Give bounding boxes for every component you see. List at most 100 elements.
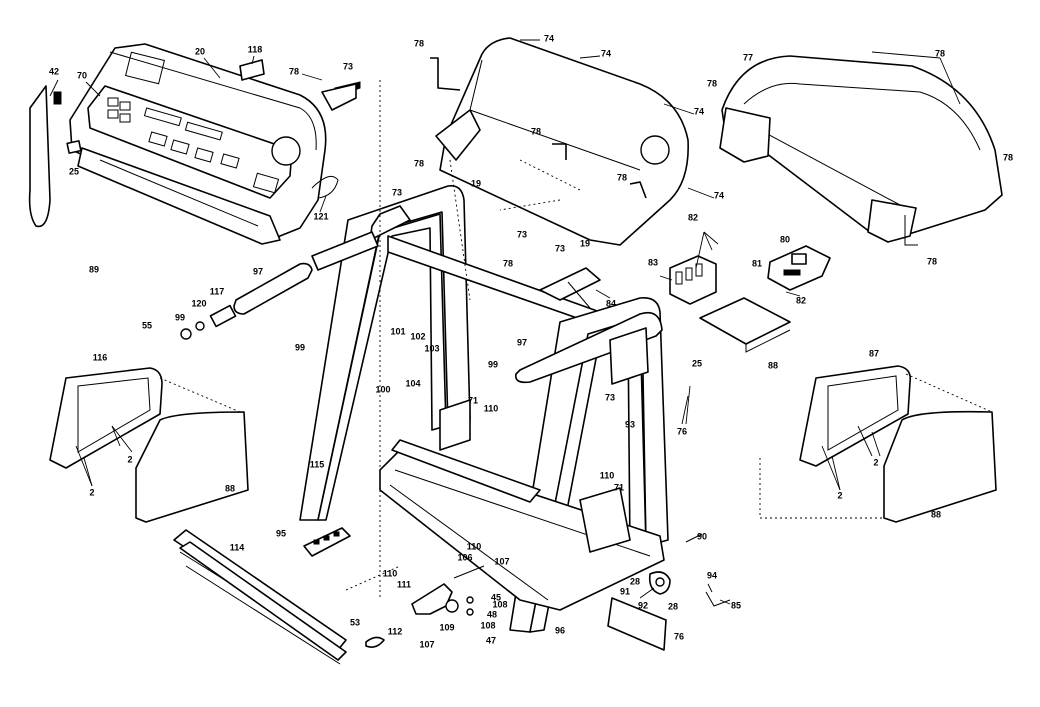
handrail-left-grip	[233, 262, 313, 315]
callout-washer-28: 28	[668, 601, 678, 611]
callout-side-cover-88: 88	[931, 509, 941, 519]
callout-handrail-grip-97: 97	[517, 337, 527, 347]
leader-lines	[49, 39, 993, 605]
controller-board	[699, 297, 791, 345]
callout-rail-cover-114: 114	[230, 542, 245, 552]
callout-screw-78: 78	[414, 38, 424, 48]
callout-spacer-109: 109	[439, 622, 454, 632]
callout-hood-screw-74: 74	[601, 48, 611, 58]
callout-washer-108: 108	[480, 620, 495, 630]
callout-screw-110: 110	[484, 403, 499, 413]
fuse-board	[767, 245, 831, 291]
callout-clip-118: 118	[248, 44, 263, 54]
terminal-block	[669, 255, 717, 305]
callout-strap-42: 42	[49, 66, 59, 76]
callout-foot-pad-95: 95	[276, 528, 286, 538]
callout-terminal-block-83: 83	[648, 257, 658, 267]
callout-circuit-board-82: 82	[688, 212, 698, 222]
console-strap	[28, 85, 51, 228]
callout-spacer-102: 102	[410, 331, 425, 341]
callout-screw-107: 107	[419, 639, 434, 649]
handrail-left-tube	[311, 231, 379, 271]
callout-fuse-80: 80	[780, 234, 790, 244]
console-cup-holder	[271, 136, 301, 166]
callout-latch-111: 111	[397, 579, 411, 589]
callout-upright-bracket-73: 73	[605, 392, 615, 402]
callout-washer-48: 48	[487, 609, 497, 619]
callout-bracket-73: 73	[517, 229, 527, 239]
side-cover-right	[883, 410, 997, 523]
lower-parts	[173, 527, 731, 665]
callout-screw-78: 78	[531, 126, 541, 136]
callout-wrench-85: 85	[731, 600, 741, 610]
side-cover-left	[135, 411, 249, 523]
callout-nut-47: 47	[486, 635, 496, 645]
callout-side-cover-88: 88	[225, 483, 235, 493]
latch	[411, 583, 453, 615]
callout-wire-84: 84	[606, 298, 616, 308]
callout-clip-89: 89	[89, 264, 99, 274]
left-guard-assembly	[49, 367, 249, 523]
callout-screw-78: 78	[1003, 152, 1013, 162]
callout-screw-82: 82	[796, 295, 806, 305]
callout-screw-19: 19	[580, 238, 590, 248]
callout-wire-harness-121: 121	[313, 211, 328, 221]
right-guard-assembly	[799, 365, 997, 523]
callout-screw-25: 25	[692, 358, 702, 368]
callout-plate-76: 76	[674, 631, 684, 641]
callout-bracket-73: 73	[555, 243, 565, 253]
callout-screw-78: 78	[503, 258, 513, 268]
callout-screw-78: 78	[927, 256, 937, 266]
callout-screw-110: 110	[600, 470, 615, 480]
callout-frame-leg-96: 96	[555, 625, 565, 635]
callout-pivot-71: 71	[468, 395, 478, 405]
callout-screw-76: 76	[677, 426, 687, 436]
callout-nut-104: 104	[405, 378, 420, 388]
hood-assembly	[321, 37, 689, 246]
callout-hood-screw-74: 74	[694, 106, 704, 116]
callout-console-base-70: 70	[77, 70, 87, 80]
motor-cover	[721, 55, 1003, 241]
callout-screw-81: 81	[752, 258, 762, 268]
callout-wheel-91: 91	[620, 586, 630, 596]
callout-washer-120: 120	[191, 298, 206, 308]
callout-side-guard-116: 116	[93, 352, 108, 362]
callout-bolt-99: 99	[488, 359, 498, 369]
motor-hood-front	[439, 37, 689, 246]
callout-guard-screw-label-2: 2	[127, 454, 132, 464]
callout-guard-screw-label-2: 2	[89, 487, 94, 497]
callout-upright-73: 73	[392, 187, 402, 197]
callout-pivot-71: 71	[614, 482, 624, 492]
callout-side-guard-87: 87	[869, 348, 879, 358]
motor-cover-assembly	[719, 55, 1003, 246]
callout-nut-45: 45	[491, 592, 501, 602]
callout-washer-28: 28	[630, 576, 640, 586]
callout-extension-spring-106: 106	[457, 552, 472, 562]
console-keypad	[87, 85, 293, 199]
callout-screw-78: 78	[289, 66, 299, 76]
callout-safety-key-25: 25	[69, 166, 79, 176]
callout-strap-55: 55	[142, 320, 152, 330]
callout-bolt-112: 112	[388, 626, 403, 636]
callout-bushing-100: 100	[375, 384, 390, 394]
treadmill-frame	[180, 184, 669, 633]
callout-screw-19: 19	[471, 178, 481, 188]
callout-frame-115: 115	[310, 459, 325, 469]
upright-left-inner	[317, 213, 447, 521]
callout-bolt-99: 99	[175, 312, 185, 322]
callout-screw-107: 107	[494, 556, 509, 566]
callout-allen-wrench-94: 94	[707, 570, 717, 580]
callout-handrail-grip-97: 97	[253, 266, 263, 276]
callout-screw-78: 78	[617, 172, 627, 182]
callout-bolt-103: 103	[424, 343, 439, 353]
callout-bracket-73: 73	[343, 61, 353, 71]
callout-screw-78: 78	[707, 78, 717, 88]
callout-screw-110: 110	[467, 541, 482, 551]
callout-washer-108: 108	[492, 599, 507, 609]
callout-hood-screw-74: 74	[544, 33, 554, 43]
electronics	[669, 245, 831, 353]
callout-controller-plate-88: 88	[768, 360, 778, 370]
callout-pin-93: 93	[625, 419, 635, 429]
